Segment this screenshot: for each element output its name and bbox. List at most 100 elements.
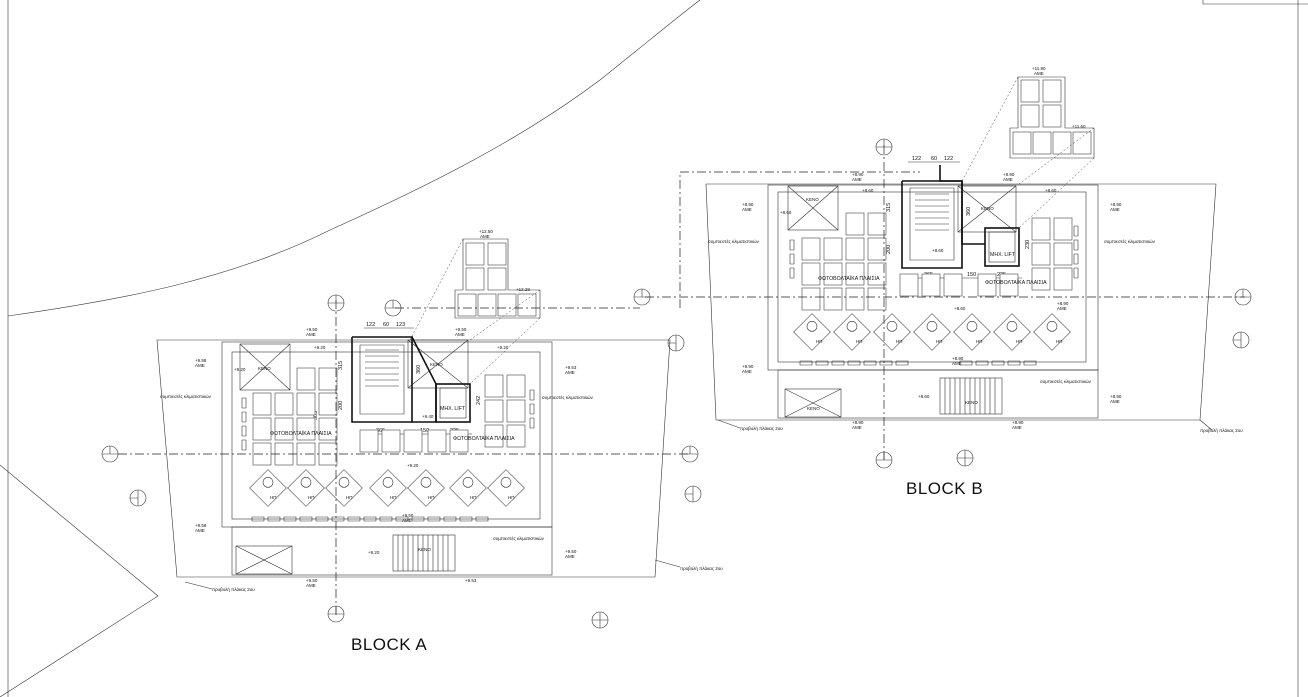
block-b-level-9: +8.90 xyxy=(1110,202,1122,207)
block-a-ac-units-row xyxy=(251,516,489,522)
block-b-ac-label-bottom: συμπιεστές κλιματιστικών xyxy=(1040,378,1092,384)
block-b-pv-grid-right xyxy=(977,217,1073,297)
block-b-section-marker-top xyxy=(875,138,893,156)
block-a-level-16-ame: ΑΜΕ xyxy=(306,583,316,588)
block-b-pv-label-right: ΦΩΤΟΒΟΛΤΑΪΚΑ ΠΛΑΙΣΙΑ xyxy=(985,279,1047,286)
block-a-lift-label: ΜΗΧ. LIFT xyxy=(440,406,466,412)
block-b-level-2: +11.60 xyxy=(1072,124,1086,129)
block-a-hp-label-5: ΗΠ xyxy=(428,495,435,500)
block-a-level-9: +9.20 xyxy=(234,367,246,372)
block-b-hp-label-7: ΗΠ xyxy=(1056,339,1063,344)
block-b-void-grating xyxy=(939,377,1003,415)
block-b-stair-treads xyxy=(915,193,949,231)
block-b-void-right-label: ΚΕΝΟ xyxy=(981,206,994,211)
block-b-void-bottom-label: ΚΕΝΟ xyxy=(807,406,820,411)
block-a-lift-shaft xyxy=(435,383,471,423)
block-a-level-6: +9.20 xyxy=(497,345,509,350)
block-a-hp-label-1: ΗΠ xyxy=(270,495,277,500)
block-b-dim-6: 360 xyxy=(966,207,972,216)
block-a-pv-grid-left xyxy=(252,367,423,466)
block-a-level-13-ame: ΑΜΕ xyxy=(195,528,205,533)
block-b-section-marker-bottom xyxy=(875,451,893,469)
block-a-dim-2: 60 xyxy=(383,322,389,328)
block-b-level-1-ame: ΑΜΕ xyxy=(1034,71,1044,76)
block-a-level-2: +12.28 xyxy=(516,287,530,292)
block-a-ac-units-right xyxy=(529,389,535,429)
block-b-ac-label-left: συμπιεστές κλιματιστικών xyxy=(708,238,760,244)
block-b-level-18: +8.90 xyxy=(1012,420,1024,425)
block-a-hp-label-3: ΗΠ xyxy=(346,495,353,500)
block-a-pv-grid-right xyxy=(427,374,526,453)
block-a-level-15: +9.50 xyxy=(565,549,577,554)
block-b-level-3-ame: ΑΜΕ xyxy=(852,177,862,182)
block-b-level-13-ame: ΑΜΕ xyxy=(742,369,752,374)
block-b-level-16: +8.90 xyxy=(1110,394,1122,399)
block-b-level-1: +11.90 xyxy=(1032,66,1046,71)
block-b-hp-label-3: ΗΠ xyxy=(896,339,903,344)
block-b-section-marker-right xyxy=(1234,288,1252,306)
block-b-section-marker-bottom-center xyxy=(956,449,974,467)
block-b-dim-2: 60 xyxy=(931,156,937,162)
block-a-dim-11: 242 xyxy=(476,396,482,405)
block-a-pv-label-left: ΦΩΤΟΒΟΛΤΑΪΚΑ ΠΛΑΙΣΙΑ xyxy=(270,430,332,437)
block-b-level-10: +8.60 xyxy=(932,248,944,253)
block-b-hp-label-4: ΗΠ xyxy=(936,339,943,344)
block-a-level-3-ame: ΑΜΕ xyxy=(306,332,316,337)
block-b-level-4: +8.60 xyxy=(862,188,874,193)
block-b-section-marker-right-lower xyxy=(1232,331,1250,349)
block-a-hp-label-2: ΗΠ xyxy=(308,495,315,500)
block-b-projection-right: προβολή πλάκας 2ου xyxy=(1200,427,1243,433)
block-a-dim-4: 315 xyxy=(338,361,344,370)
title-frame-corner xyxy=(1202,0,1308,5)
block-b-lift-wall xyxy=(939,165,985,245)
block-a-projection-left: προβολή πλάκας 2ου xyxy=(212,586,255,592)
block-a-heat-pumps xyxy=(249,469,525,507)
block-a-void-bottom-left xyxy=(235,545,293,575)
block-a-dim-3: 123 xyxy=(396,322,405,328)
block-b-level-12: +8.60 xyxy=(954,306,966,311)
block-b-level-8: +8.60 xyxy=(780,210,792,215)
block-b-level-14: +8.90 xyxy=(952,356,964,361)
block-b-level-17-ame: ΑΜΕ xyxy=(852,425,862,430)
block-b-dim-3: 122 xyxy=(944,156,953,162)
block-b-section-marker-left xyxy=(633,288,651,306)
block-b-ac-units-row xyxy=(799,360,1037,366)
block-b-level-5-ame: ΑΜΕ xyxy=(1003,177,1013,182)
block-a-level-10: +9.40 xyxy=(422,414,434,419)
block-a-lower-wing xyxy=(231,526,553,576)
block-b-void-label: ΚΕΝΟ xyxy=(806,197,819,202)
block-b-level-6: +8.60 xyxy=(1045,188,1057,193)
block-b-level-16-ame: ΑΜΕ xyxy=(1110,399,1120,404)
block-b-heat-pumps xyxy=(793,313,1071,351)
block-b-plan: ΚΕΝΟ ΚΕΝΟ ΚΕΝΟ ΚΕΝΟ ΜΗΧ. LIFT 122 60 122… xyxy=(633,66,1252,498)
block-b-dim-1: 122 xyxy=(912,156,921,162)
block-a-level-17: +9.53 xyxy=(465,578,477,583)
block-b-lift-shaft xyxy=(984,227,1020,267)
block-a-level-14: +9.20 xyxy=(368,550,380,555)
block-a-section-marker-lower-right xyxy=(684,485,702,503)
block-a-dim-8: 365 xyxy=(376,428,385,434)
block-a-level-12: +9.50 xyxy=(402,513,414,518)
block-b-lower-wing xyxy=(777,369,1099,419)
block-a-section-marker-link xyxy=(384,299,402,317)
block-a-level-8-ame: ΑΜΕ xyxy=(195,363,205,368)
block-a-section-marker-bottom-center xyxy=(591,611,609,629)
block-b-dim-4: 315 xyxy=(886,203,892,212)
block-a-roof-inner xyxy=(231,351,541,520)
block-a-void-grating xyxy=(392,534,456,572)
site-edge-lower-left xyxy=(0,464,159,697)
block-b-ac-units-right xyxy=(1073,225,1079,279)
block-b-dim-5: 200 xyxy=(886,245,892,254)
block-b-ac-units-left xyxy=(789,239,795,279)
block-a-dim-6: 305 xyxy=(313,411,319,420)
block-b-hp-label-6: ΗΠ xyxy=(1016,339,1023,344)
block-a-hp-label-4: ΗΠ xyxy=(390,495,397,500)
block-a-upper-roof xyxy=(454,238,541,319)
block-a-pv-label-right: ΦΩΤΟΒΟΛΤΑΪΚΑ ΠΛΑΙΣΙΑ xyxy=(453,435,515,442)
site-boundary-curve xyxy=(7,0,701,317)
block-b-level-13: +8.90 xyxy=(742,364,754,369)
block-a-level-1: +12.50 xyxy=(479,229,493,234)
block-a-hp-label-7: ΗΠ xyxy=(508,495,515,500)
block-b-level-7: +8.90 xyxy=(742,202,754,207)
